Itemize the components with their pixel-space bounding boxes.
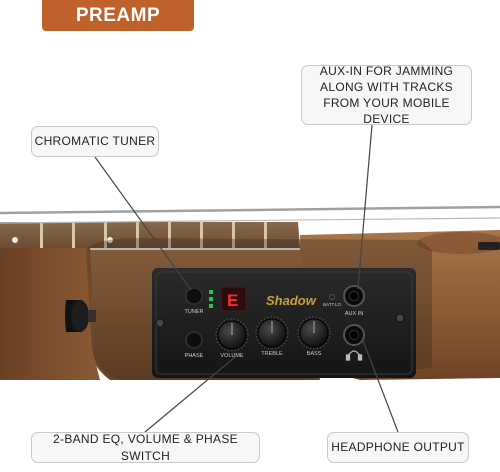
treble-label: TREBLE <box>261 351 283 357</box>
aux-in-jack <box>343 285 365 307</box>
bass-knob <box>297 316 331 350</box>
bass-label: BASS <box>307 351 322 357</box>
aux-in-label: AUX IN <box>345 311 363 317</box>
volume-knob <box>215 318 249 352</box>
tuner-button <box>185 287 203 305</box>
headphone-jack <box>343 324 365 346</box>
phase-button <box>185 331 203 349</box>
tuner-display: E <box>227 291 238 310</box>
headphone-icon <box>345 350 363 361</box>
phase-label: PHASE <box>185 353 204 359</box>
header-tab: PREAMP <box>42 0 194 31</box>
callout-eq-text: 2-BAND EQ, VOLUME & PHASE SWITCH <box>53 432 238 463</box>
tuner-label: TUNER <box>185 309 204 315</box>
callout-headphone-output: HEADPHONE OUTPUT <box>327 432 469 463</box>
batt-lo-label: BATT.LO <box>323 302 341 307</box>
header-title: PREAMP <box>75 4 161 26</box>
callout-aux-in: AUX-IN FOR JAMMING ALONG WITH TRACKS FRO… <box>301 63 472 127</box>
callout-aux-text: AUX-IN FOR JAMMING ALONG WITH TRACKS FRO… <box>319 63 454 127</box>
guitar-side <box>0 245 100 380</box>
callout-tuner-text: CHROMATIC TUNER <box>34 134 156 149</box>
brand-logo: Shadow <box>266 293 317 308</box>
callout-headphone-text: HEADPHONE OUTPUT <box>331 440 465 455</box>
callout-chromatic-tuner: CHROMATIC TUNER <box>31 126 159 157</box>
treble-knob <box>255 316 289 350</box>
volume-label: VOLUME <box>220 353 244 359</box>
callout-eq-volume-phase: 2-BAND EQ, VOLUME & PHASE SWITCH <box>31 432 260 463</box>
